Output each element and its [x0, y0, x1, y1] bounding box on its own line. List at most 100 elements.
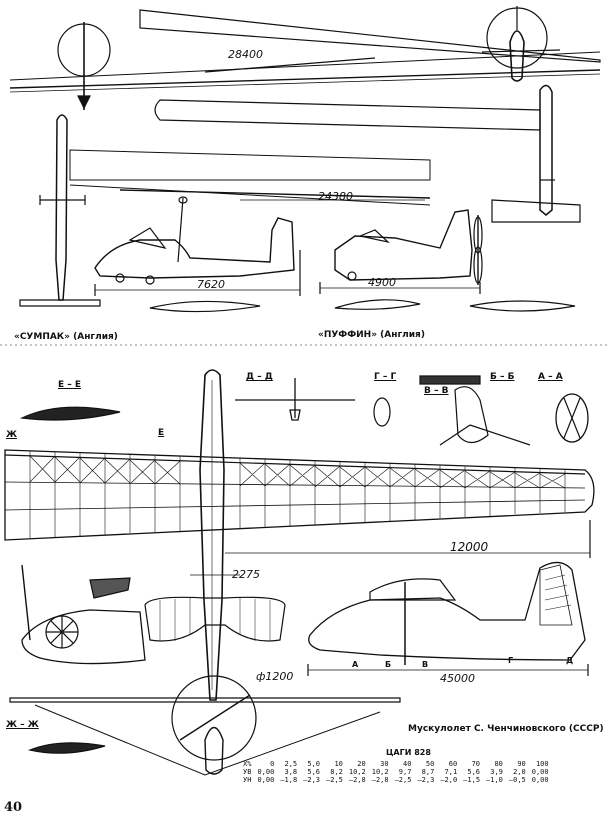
sumpak-length-dim-label: 7620	[197, 278, 225, 291]
table-cell: 60	[448, 760, 458, 768]
table-cell: —1,0	[486, 776, 503, 784]
table-cell: 0,00	[531, 768, 549, 776]
table-cell: 10,2	[371, 768, 389, 776]
table-cell: 10,2	[348, 768, 366, 776]
cockpit-cutaway	[21, 564, 146, 665]
table-cell: 5,0	[307, 760, 321, 768]
table-row: УВ 0,00 3,8 5,6 8,2 10,2 10,2 9,7 8,7 7,1 5,6 3,9 2,…	[240, 768, 552, 776]
section-label-zh-zh: Ж – Ж	[6, 720, 39, 730]
table-cell: 80	[494, 760, 503, 768]
length-dim-bottom	[307, 664, 589, 676]
section-a-a	[555, 393, 589, 443]
table-cell: 0	[270, 760, 275, 768]
airfoil-table-title: ЦАГИ 828	[386, 748, 431, 757]
section-marker-zh: Ж	[6, 430, 18, 440]
section-label-e-e: Е – Е	[58, 380, 82, 390]
table-cell: —2,5	[394, 776, 412, 784]
table-row-label: УВ	[243, 768, 252, 776]
puffin-plan-view	[491, 84, 581, 223]
section-marker-v: В	[422, 660, 429, 669]
puffin-front-view	[9, 9, 601, 110]
table-cell: 50	[425, 760, 435, 768]
table-cell: 0,00	[531, 776, 549, 784]
table-cell: 90	[517, 760, 526, 768]
section-label-d-d: Д – Д	[246, 372, 273, 382]
airfoil-section-e-e	[19, 406, 121, 421]
table-cell: 30	[380, 760, 389, 768]
table-cell: —2,3	[303, 776, 321, 784]
sumpak-side-view	[94, 196, 295, 285]
table-cell: —2,3	[417, 776, 435, 784]
table-cell: 100	[535, 760, 549, 768]
table-cell: 8,7	[421, 768, 435, 776]
main-wing-plan	[4, 449, 595, 541]
section-marker-b: Б	[385, 660, 392, 669]
prop-diameter-dim: ф1200	[256, 670, 294, 683]
puffin-side-view	[334, 209, 483, 285]
table-cell: —2,8	[371, 776, 389, 784]
puffin-length-dim	[319, 282, 481, 294]
puffin-length-dim-label: 4900	[368, 276, 396, 289]
table-cell: 2,5	[284, 760, 298, 768]
table-cell: —0,5	[508, 776, 526, 784]
section-label-b-b: Б – Б	[490, 372, 515, 382]
main-caption: Мускулолет С. Ченчиновского (СССР)	[408, 724, 604, 734]
sumpak-plan-view	[19, 99, 541, 307]
sumpak-airfoil	[149, 300, 261, 313]
section-marker-e: Е	[158, 428, 165, 438]
table-cell: 0,00	[257, 768, 275, 776]
table-cell: —2,8	[348, 776, 366, 784]
cockpit-dim: 2275	[232, 568, 260, 581]
puffin-caption: «ПУФФИН» (Англия)	[318, 330, 425, 340]
airfoil-section-zh-zh	[27, 742, 106, 754]
tailplane-ribs	[159, 598, 271, 641]
section-marker-g: Г	[508, 656, 514, 665]
table-cell: 3,8	[284, 768, 298, 776]
section-g-g	[373, 397, 391, 427]
table-cell: —2,5	[326, 776, 343, 784]
table-row: УН 0,00 —1,8 —2,3 —2,5 —2,8 —2,8 —2,5 —2,3 —2,0 —1…	[240, 776, 552, 784]
table-cell: 20	[357, 760, 366, 768]
table-row: Х% 0 2,5 5,0 10 20 30 40 50 60 70 80 90 100	[240, 760, 552, 768]
section-label-g-g: Г – Г	[374, 372, 397, 382]
wingspan-dim-bottom	[225, 520, 591, 558]
table-cell: 9,7	[398, 768, 412, 776]
sumpak-length-dim	[94, 250, 301, 296]
table-cell: 8,2	[330, 768, 343, 776]
table-cell: 70	[471, 760, 481, 768]
table-cell: 0,00	[257, 776, 275, 784]
wing-half-span-dim: 12000	[450, 540, 489, 554]
puffin-span-dim: 28400	[228, 48, 263, 61]
main-fuselage-plan	[190, 369, 240, 701]
table-cell: 10	[334, 760, 343, 768]
puffin-front-detail	[481, 6, 561, 82]
sumpak-span-dim: 24380	[318, 190, 353, 203]
table-cell: 5,6	[467, 768, 481, 776]
length-dim-label: 45000	[440, 672, 475, 685]
puffin-airfoil-2	[469, 300, 576, 312]
table-cell: —2,0	[440, 776, 458, 784]
section-marker-a: А	[352, 660, 359, 669]
section-b-b	[419, 375, 531, 446]
tailplane-plan	[144, 596, 286, 642]
page-number: 40	[4, 800, 23, 815]
table-cell: 7,1	[444, 768, 458, 776]
section-label-a-a: А – А	[538, 372, 563, 382]
table-cell: —1,8	[280, 776, 298, 784]
table-cell: 2,0	[513, 768, 526, 776]
table-cell: —1,5	[463, 776, 481, 784]
front-view-bottom	[9, 675, 401, 776]
table-row-label: УН	[243, 776, 252, 784]
section-d-d	[235, 378, 355, 421]
puffin-airfoil	[334, 299, 421, 310]
side-view-right	[308, 561, 586, 665]
section-label-v-v: В – В	[424, 386, 449, 396]
table-cell: 5,6	[307, 768, 321, 776]
table-cell: 40	[403, 760, 412, 768]
sumpak-caption: «СУМПАК» (Англия)	[14, 332, 118, 342]
table-row-label: Х%	[243, 760, 252, 768]
section-marker-d: Д	[566, 656, 574, 665]
table-cell: 3,9	[490, 768, 503, 776]
